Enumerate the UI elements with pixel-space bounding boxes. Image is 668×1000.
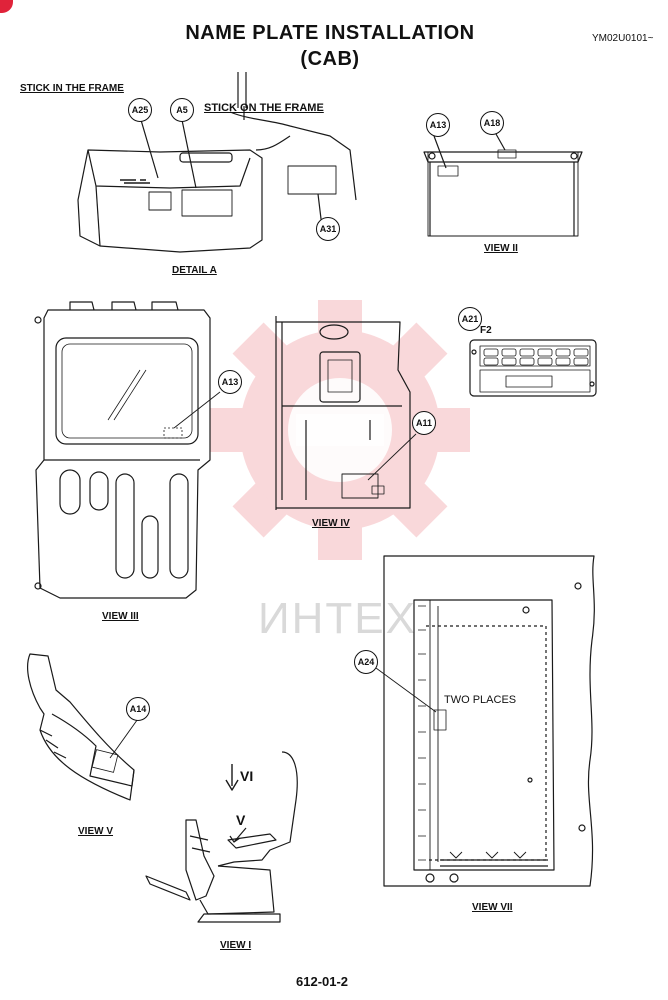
callout-a21: A21 bbox=[458, 307, 482, 331]
callout-a25: A25 bbox=[128, 98, 152, 122]
callout-a11: A11 bbox=[412, 411, 436, 435]
view-iv-drawing bbox=[275, 316, 417, 510]
view-i-seat-drawing bbox=[145, 751, 298, 923]
callout-a13-view-ii: A13 bbox=[426, 113, 450, 137]
label-view-i: VIEW I bbox=[220, 940, 252, 951]
callout-a18: A18 bbox=[480, 111, 504, 135]
callout-a14: A14 bbox=[126, 697, 150, 721]
label-view-v: VIEW V bbox=[78, 826, 114, 837]
view-direction-arrow-v: V bbox=[236, 812, 246, 828]
label-view-iii: VIEW III bbox=[102, 611, 139, 622]
label-f2: F2 bbox=[480, 325, 492, 336]
view-iii-drawing bbox=[34, 301, 221, 599]
view-vii-drawing bbox=[375, 555, 595, 887]
page-title-line2: (CAB) bbox=[300, 48, 360, 70]
label-detail-a: DETAIL A bbox=[172, 265, 217, 276]
view-direction-arrow-vi: VI bbox=[240, 768, 254, 784]
label-view-ii: VIEW II bbox=[484, 243, 518, 254]
callout-a24: A24 bbox=[354, 650, 378, 674]
watermark-text: ИНТЕХ bbox=[258, 594, 417, 643]
label-two-places: TWO PLACES bbox=[444, 694, 517, 706]
callout-a13-view-iii: A13 bbox=[218, 370, 242, 394]
label-view-iv: VIEW IV bbox=[312, 518, 350, 529]
callout-a5: A5 bbox=[170, 98, 194, 122]
label-view-vii: VIEW VII bbox=[472, 902, 513, 913]
a21-switch-panel-drawing bbox=[469, 339, 597, 397]
label-stick-in-frame: STICK IN THE FRAME bbox=[20, 83, 124, 94]
page-number: 612-01-2 bbox=[296, 974, 349, 989]
document-code: YM02U0101~ bbox=[592, 33, 654, 44]
page-corner-marker bbox=[0, 0, 13, 13]
callout-a31: A31 bbox=[316, 217, 340, 241]
detail-a-drawing bbox=[77, 72, 357, 253]
label-stick-on-frame: STICK ON THE FRAME bbox=[204, 102, 324, 114]
view-ii-drawing bbox=[423, 133, 583, 237]
view-v-lever-drawing bbox=[27, 653, 141, 801]
page-title-line1: NAME PLATE INSTALLATION bbox=[185, 22, 475, 44]
